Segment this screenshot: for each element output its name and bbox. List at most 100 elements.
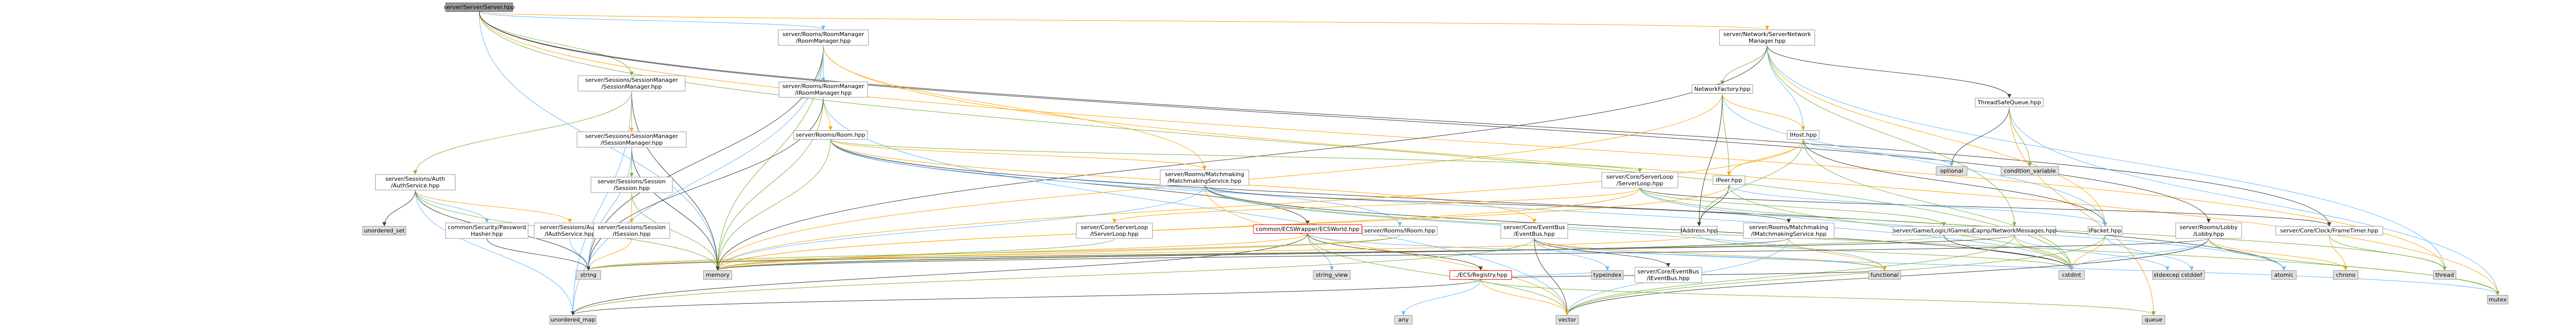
edge-n0-n2 [479, 11, 1769, 30]
graph-node-n20[interactable]: server/Sessions/Session/ISession.hpp [593, 222, 670, 239]
edge-n6-n15 [1950, 107, 2010, 167]
graph-node-n12[interactable]: server/Rooms/Matchmaking/MatchmakingServ… [1160, 169, 1249, 186]
graph-node-n47: any [1394, 315, 1413, 324]
node-label: common/Security/Password [448, 224, 526, 231]
node-box [1591, 270, 1624, 280]
node-box [1691, 84, 1753, 94]
graph-node-n37[interactable]: server/Core/EventBus/IEventBus.hpp [1634, 267, 1702, 283]
graph-node-n10[interactable]: server/Sessions/Auth/AuthService.hpp [375, 174, 455, 191]
edge-n31-n44 [2329, 235, 2447, 271]
edge-n5-n25 [1697, 93, 1723, 227]
edge-n9-n29 [1803, 139, 2107, 227]
node-label: vector [1558, 317, 1577, 323]
node-label: NetworkFactory.hpp [1694, 86, 1751, 93]
graph-node-n31[interactable]: server/Core/Clock/FrameTimer.hpp [2275, 226, 2383, 235]
edge-n10-n17 [382, 189, 416, 227]
graph-node-n45: mutex [2487, 295, 2509, 304]
graph-node-n24[interactable]: server/Core/EventBus/EventBus.hpp [1500, 222, 1568, 239]
edge-n8-n12 [830, 139, 1207, 170]
graph-node-n34: string_view [1313, 270, 1351, 280]
edge-n2-n29 [1767, 45, 2107, 227]
edge-n10-n19 [415, 189, 572, 223]
graph-node-n6[interactable]: ThreadSafeQueue.hpp [1975, 98, 2044, 107]
node-box [362, 226, 406, 235]
graph-node-n46: unordered_map [549, 315, 597, 324]
node-box [375, 174, 455, 191]
graph-node-n39: cstdint [2058, 270, 2085, 280]
node-label: /Session.hpp [614, 185, 650, 192]
graph-node-n25[interactable]: IAddress.hpp [1681, 226, 1718, 235]
node-box [1313, 270, 1351, 280]
node-box [1787, 130, 1820, 140]
node-label: queue [2145, 317, 2163, 323]
node-box [1555, 315, 1579, 324]
graph-node-n38: functional [1868, 270, 1901, 280]
node-label: cstddef [2181, 272, 2203, 279]
edge-n6-n16 [2009, 107, 2032, 167]
edge-n22-n34 [1307, 233, 1334, 271]
edge-n14-n33 [716, 184, 1730, 271]
graph-node-n5[interactable]: NetworkFactory.hpp [1691, 84, 1753, 94]
edge-n23-n32 [586, 235, 1400, 271]
graph-node-n16: condition_variable [2001, 166, 2059, 176]
node-label: /MatchmakingService.hpp [1167, 178, 1241, 184]
node-label: /IEventBus.hpp [1647, 275, 1689, 282]
graph-node-n33: memory [703, 270, 732, 280]
node-box [2058, 270, 2085, 280]
graph-node-n35[interactable]: ../ECS/Registry.hpp [1449, 270, 1512, 280]
graph-node-n27[interactable]: server/Game/Logic/IGameLogic.hpp [1892, 226, 1995, 235]
node-box [575, 270, 601, 280]
edge-n2-n5 [1720, 45, 1768, 85]
graph-node-n29[interactable]: IPacket.hpp [2088, 226, 2123, 235]
graph-node-n40: stdexcept [2152, 270, 2183, 280]
node-box [2088, 226, 2123, 235]
node-label: server/Sessions/Session [598, 178, 666, 185]
graph-node-n23[interactable]: server/Rooms/IRoom.hpp [1362, 226, 1437, 235]
graph-node-n7[interactable]: server/Sessions/SessionManager/ISessionM… [577, 131, 687, 148]
graph-node-n13[interactable]: server/Core/ServerLoop/ServerLoop.hpp [1601, 172, 1679, 188]
node-box [1634, 267, 1702, 283]
graph-node-n30[interactable]: server/Rooms/Lobby/Lobby.hpp [2175, 222, 2242, 239]
edge-n20-n32 [586, 238, 632, 271]
edge-n27-n33 [716, 235, 1944, 271]
graph-node-n22[interactable]: common/ECSWrapper/ECSWorld.hpp [1253, 225, 1362, 234]
node-label: server/Rooms/RoomManager [783, 31, 865, 38]
edge-n12-n39 [1204, 185, 2074, 271]
graph-node-n11[interactable]: server/Sessions/Session/Session.hpp [590, 177, 673, 193]
graph-node-n9[interactable]: IHost.hpp [1787, 130, 1820, 140]
edge-n4-n33 [716, 97, 824, 271]
graph-node-n1[interactable]: server/Rooms/RoomManager/RoomManager.hpp [778, 29, 869, 46]
node-layer: server/Server/Server.hpp server/Rooms/Roo… [362, 3, 2509, 324]
graph-node-n28[interactable]: Capnp/NetworkMessages.hpp [1972, 226, 2057, 235]
graph-node-n4[interactable]: server/Rooms/RoomManager/IRoomManager.hp… [778, 81, 868, 98]
node-box [1719, 29, 1815, 46]
edge-n0-n1 [479, 11, 825, 30]
edge-n6-n45 [2009, 107, 2500, 296]
node-box [445, 222, 529, 239]
graph-node-n41: cstddef [2178, 270, 2205, 280]
node-label: string [580, 272, 597, 279]
graph-node-n8[interactable]: server/Rooms/Room.hpp [793, 130, 868, 140]
graph-node-n21[interactable]: server/Core/ServerLoop/IServerLoop.hpp [1076, 222, 1153, 239]
node-label: server/Rooms/IRoom.hpp [1364, 228, 1435, 234]
node-box [1973, 226, 2056, 235]
node-box [1500, 222, 1568, 239]
node-label: unordered_set [364, 228, 405, 234]
graph-node-n26[interactable]: server/Rooms/Matchmaking/IMatchmakingSer… [1743, 222, 1835, 239]
graph-node-n14[interactable]: IPeer.hpp [1713, 176, 1745, 185]
node-label: server/Core/ServerLoop [1081, 224, 1148, 231]
edge-n13-n31 [1639, 187, 2331, 227]
node-label: stdexcept [2154, 272, 2182, 279]
edge-n0-n44 [479, 11, 2447, 271]
edge-n12-n33 [716, 185, 1205, 271]
node-box [2433, 270, 2456, 280]
node-box [577, 131, 687, 148]
edge-n2-n28 [1767, 45, 2016, 227]
edge-n8-n13 [830, 139, 1642, 172]
graph-node-n0[interactable]: server/Server/Server.hpp [444, 3, 515, 12]
graph-node-n3[interactable]: server/Sessions/SessionManager/SessionMa… [578, 75, 686, 92]
edge-n8-n33 [716, 139, 831, 271]
graph-node-n44: thread [2433, 270, 2456, 280]
